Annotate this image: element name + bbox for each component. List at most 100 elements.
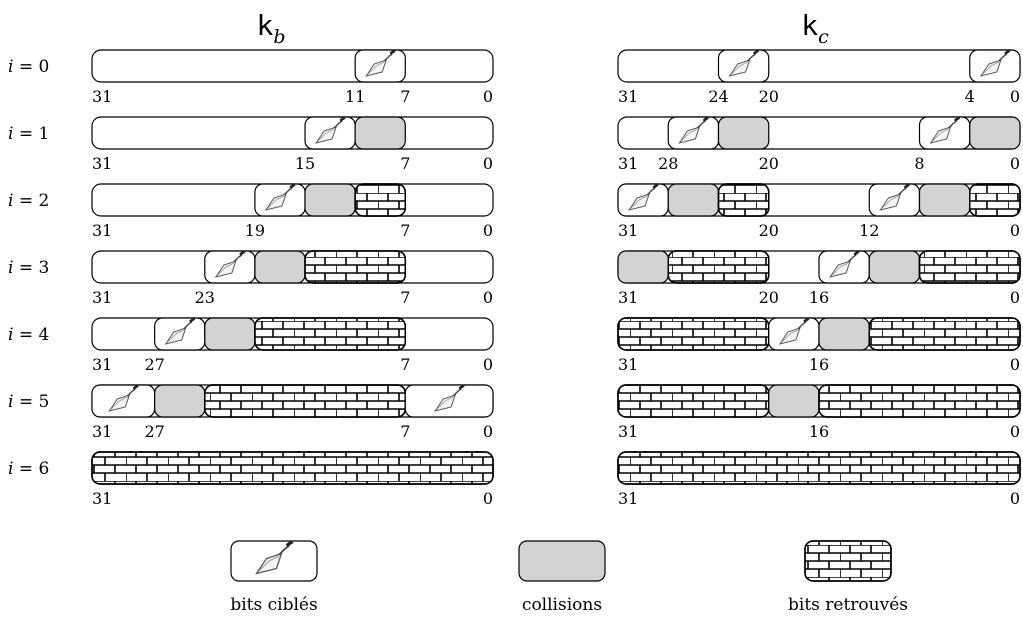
- bit-index-label: 0: [1010, 489, 1020, 508]
- segment-recovered: [918, 250, 1021, 284]
- trowel-icon: [365, 49, 396, 77]
- trowel-icon: [879, 183, 910, 211]
- bit-index-label: 0: [1010, 288, 1020, 307]
- legend-item-targeted: bits ciblés: [230, 540, 318, 615]
- bit-index-label: 23: [195, 288, 215, 307]
- register-outline: [91, 116, 494, 150]
- segment-targeted: [304, 116, 356, 150]
- left-row-4: 31 27 7 0: [91, 317, 494, 374]
- bit-index-label: 0: [483, 221, 493, 240]
- trowel-icon: [627, 183, 659, 211]
- legend: bits ciblés collisions bits retrouvés: [230, 540, 908, 615]
- bit-index-label: 0: [1010, 87, 1020, 106]
- segment-collision: [768, 384, 820, 418]
- bit-index-label: 31: [618, 87, 638, 106]
- bit-index-label: 20: [759, 288, 779, 307]
- register-outline: [617, 49, 1021, 83]
- left-row-1: 31 15 7 0: [91, 116, 494, 173]
- segment-recovered: [818, 384, 1021, 418]
- bit-index-label: 31: [92, 154, 112, 173]
- bit-index-label: 16: [809, 422, 829, 441]
- legend-swatch-targeted: [230, 540, 318, 582]
- row-label: i = 0: [8, 57, 49, 77]
- bit-index-label: 0: [483, 355, 493, 374]
- row-label: i = 2: [8, 191, 49, 211]
- bit-index-label: 31: [618, 422, 638, 441]
- segment-targeted: [154, 317, 206, 351]
- bit-index-label: 7: [400, 154, 410, 173]
- bit-index-label: 0: [483, 154, 493, 173]
- segment-targeted: [918, 116, 971, 150]
- bit-index-label: 31: [92, 489, 112, 508]
- trowel-icon: [678, 116, 709, 144]
- segment-recovered: [91, 451, 494, 485]
- trowel-icon: [778, 317, 810, 345]
- bit-index-label: 31: [618, 154, 638, 173]
- bit-index-label: 15: [295, 154, 315, 173]
- bit-index-label: 0: [1010, 154, 1020, 173]
- segment-recovered: [617, 317, 770, 351]
- segment-targeted: [969, 49, 1021, 83]
- segment-recovered: [868, 317, 1021, 351]
- segment-collision: [204, 317, 256, 351]
- segment-collision: [818, 317, 870, 351]
- bit-index-label: 0: [1010, 221, 1020, 240]
- segment-targeted: [354, 49, 406, 83]
- segment-collision: [617, 250, 669, 284]
- row-label: i = 5: [8, 392, 49, 412]
- legend-label: collisions: [522, 595, 602, 615]
- trowel-icon: [214, 250, 246, 278]
- bit-index-label: 27: [144, 355, 164, 374]
- segment-collision: [354, 116, 406, 150]
- legend-item-recovered: bits retrouvés: [788, 540, 908, 615]
- segment-collision: [868, 250, 921, 284]
- segment-targeted: [404, 384, 494, 418]
- segment-targeted: [818, 250, 870, 284]
- bit-index-label: 20: [759, 221, 779, 240]
- segment-targeted: [254, 183, 306, 217]
- bit-index-label: 16: [809, 288, 829, 307]
- segment-targeted: [768, 317, 820, 351]
- bit-index-label: 7: [400, 87, 410, 106]
- bit-index-label: 31: [92, 87, 112, 106]
- segment-collision: [304, 183, 356, 217]
- trowel-icon: [728, 49, 759, 77]
- bit-index-label: 28: [658, 154, 678, 173]
- bit-index-label: 31: [92, 355, 112, 374]
- trowel-icon: [314, 116, 346, 144]
- segment-targeted: [868, 183, 921, 217]
- legend-label: bits retrouvés: [788, 595, 908, 615]
- bit-index-label: 27: [144, 422, 164, 441]
- bit-index-label: 19: [245, 221, 265, 240]
- trowel-icon: [979, 49, 1011, 77]
- segment-collision: [918, 183, 971, 217]
- bit-index-label: 7: [400, 288, 410, 307]
- segment-recovered: [617, 451, 1021, 485]
- segment-collision: [667, 183, 720, 217]
- segment-recovered: [354, 183, 407, 217]
- segment-targeted: [717, 49, 770, 83]
- row-label: i = 6: [8, 459, 49, 479]
- row-label: i = 4: [8, 325, 49, 345]
- bit-index-label: 31: [618, 355, 638, 374]
- bit-index-label: 16: [809, 355, 829, 374]
- segment-targeted: [667, 116, 720, 150]
- bit-index-label: 24: [708, 87, 728, 106]
- trowel-icon: [828, 250, 860, 278]
- bit-index-label: 20: [759, 154, 779, 173]
- row-labels: i = 0i = 1i = 2i = 3i = 4i = 5i = 6: [8, 57, 49, 479]
- bit-index-label: 12: [859, 221, 879, 240]
- bit-index-label: 7: [400, 355, 410, 374]
- row-label: i = 3: [8, 258, 49, 278]
- segment-recovered: [617, 384, 770, 418]
